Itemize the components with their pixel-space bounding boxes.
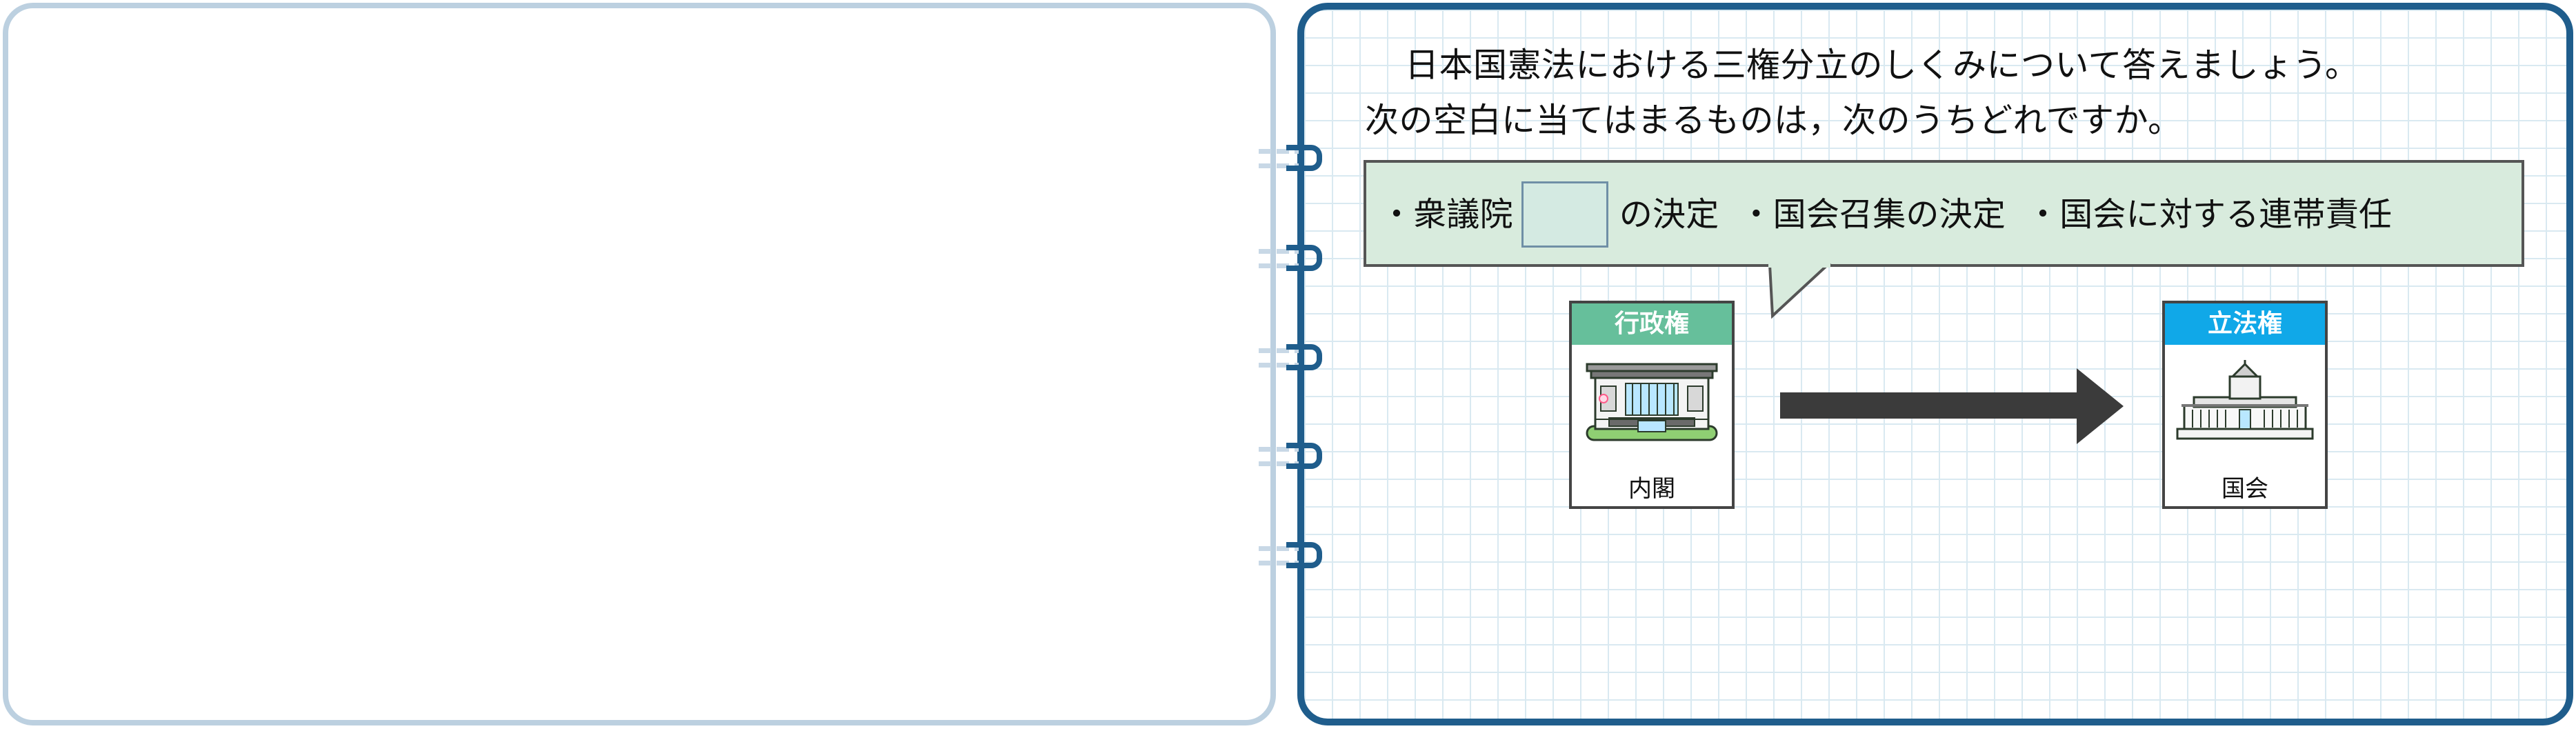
diet-building-icon (2176, 360, 2314, 440)
executive-card-label: 内閣 (1628, 475, 1675, 503)
binder-ring-dash-top (1259, 546, 1299, 551)
right-arrow-icon (1780, 368, 2124, 444)
legislative-card-header: 立法権 (2165, 303, 2325, 345)
binder-ring-dash-top (1259, 249, 1299, 254)
binder-ring-dash-bottom (1259, 363, 1299, 368)
binder-ring-dash-bottom (1259, 461, 1299, 466)
binder-ring-dash-top (1259, 348, 1299, 353)
callout-items: ・衆議院 の決定 ・国会召集の決定 ・国会に対する連帯責任 (1380, 181, 2393, 248)
binder-ring-link (1286, 145, 1322, 171)
binder-ring-4 (1259, 438, 1335, 475)
binder-ring-link (1286, 443, 1322, 469)
binder-ring-1 (1259, 140, 1335, 177)
question-line-1: 日本国憲法における三権分立のしくみについて答えましょう。 (1405, 46, 2359, 85)
executive-card-header: 行政権 (1572, 303, 1732, 345)
legislative-card: 立法権 国会 (2162, 301, 2328, 509)
cabinet-building-icon (1586, 363, 1718, 441)
right-notebook-page (1297, 3, 2573, 725)
binder-ring-link (1286, 542, 1322, 568)
callout-item-1-suffix: の決定 (1619, 195, 1719, 234)
binder-ring-dash-bottom (1259, 163, 1299, 168)
question-line-2: 次の空白に当てはまるものは，次のうちどれですか。 (1365, 101, 2182, 140)
callout-item-3: ・国会に対する連帯責任 (2026, 195, 2393, 234)
callout-item-1-prefix: ・衆議院 (1380, 195, 1513, 234)
legislative-card-label: 国会 (2221, 475, 2268, 503)
binder-ring-5 (1259, 537, 1335, 574)
binder-ring-dash-bottom (1259, 561, 1299, 565)
binder-ring-dash-top (1259, 149, 1299, 154)
callout-tail-icon (1768, 263, 1832, 319)
executive-card: 行政権 内閣 (1569, 301, 1735, 509)
binder-ring-link (1286, 245, 1322, 271)
binder-ring-dash-top (1259, 447, 1299, 452)
answer-blank[interactable] (1521, 181, 1608, 248)
binder-ring-link (1286, 344, 1322, 370)
callout-item-2: ・国会召集の決定 (1739, 195, 2006, 234)
left-notebook-page (3, 3, 1276, 725)
binder-ring-dash-bottom (1259, 263, 1299, 268)
binder-ring-3 (1259, 339, 1335, 377)
binder-ring-2 (1259, 240, 1335, 277)
